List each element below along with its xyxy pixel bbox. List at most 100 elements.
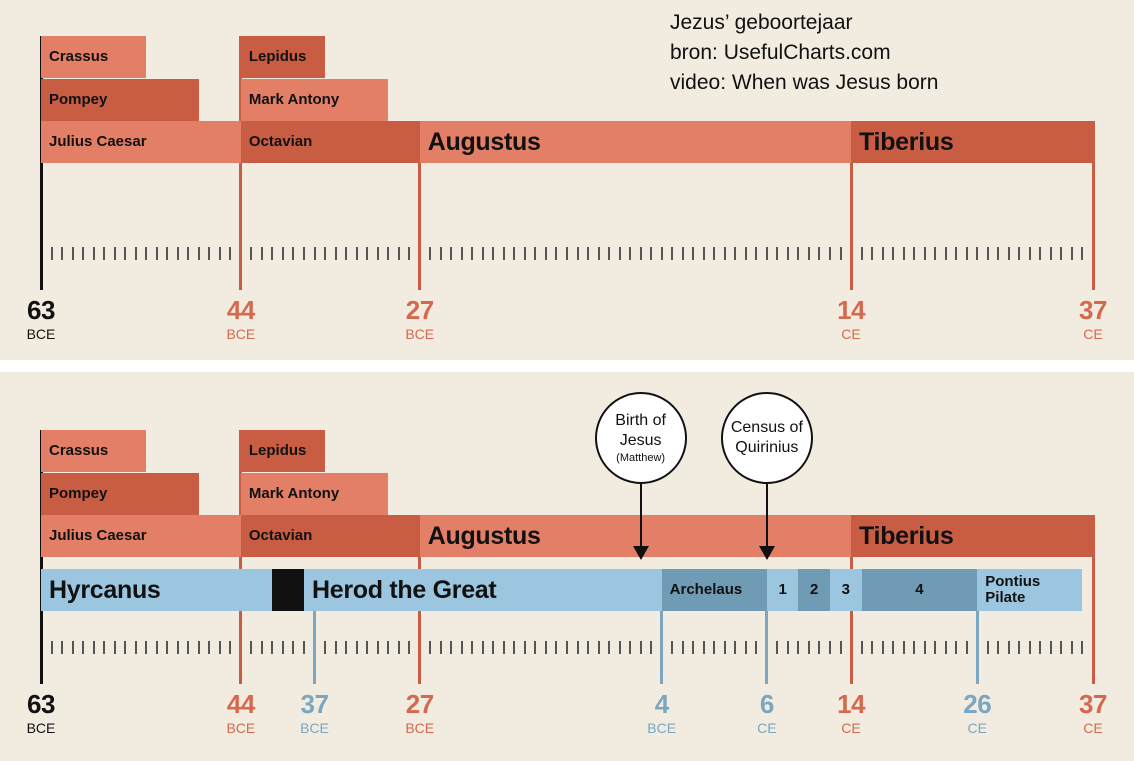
year-tick xyxy=(155,641,158,654)
year-number: 14 xyxy=(837,689,865,719)
year-tick xyxy=(923,247,926,260)
year-tick xyxy=(82,247,85,260)
year-line-63-bce xyxy=(39,430,43,684)
year-tick xyxy=(629,641,632,654)
year-tick xyxy=(271,641,274,654)
year-era: BCE xyxy=(26,326,56,342)
year-tick xyxy=(387,641,390,654)
year-tick xyxy=(292,641,295,654)
year-tick xyxy=(934,247,937,260)
year-tick xyxy=(303,247,305,260)
year-tick xyxy=(481,247,484,260)
year-tick xyxy=(881,247,884,260)
year-tick xyxy=(986,641,989,654)
year-tick xyxy=(776,641,779,654)
year-tick xyxy=(387,247,390,260)
year-tick xyxy=(871,247,874,260)
year-tick xyxy=(713,247,716,260)
year-tick xyxy=(744,247,747,260)
year-era: CE xyxy=(841,326,861,342)
year-tick xyxy=(534,641,537,654)
year-line-63-bce xyxy=(39,36,43,290)
judea-ruler-bar: Hyrcanus xyxy=(41,569,273,611)
year-tick xyxy=(702,641,705,654)
year-tick xyxy=(723,247,726,260)
year-tick xyxy=(1018,641,1021,654)
year-tick xyxy=(692,641,695,654)
year-tick xyxy=(902,247,905,260)
year-tick xyxy=(566,641,568,654)
year-tick xyxy=(429,641,432,654)
year-tick xyxy=(439,247,442,260)
year-tick xyxy=(502,641,505,654)
roman-ruler-bar: Tiberius xyxy=(851,515,1093,557)
year-tick xyxy=(744,641,747,654)
year-tick xyxy=(492,247,495,260)
annotation-video: video: When was Jesus born xyxy=(670,71,939,94)
year-line-44-bce xyxy=(239,430,243,684)
year-tick xyxy=(460,641,463,654)
year-tick xyxy=(650,247,653,260)
year-number: 14 xyxy=(837,295,865,325)
year-tick xyxy=(544,641,547,654)
event-line2: Jesus xyxy=(619,432,662,449)
year-tick xyxy=(481,641,484,654)
judea-ruler-bar: Pontius Pilate xyxy=(977,569,1083,611)
year-tick xyxy=(1060,247,1063,260)
year-tick xyxy=(986,247,989,260)
year-tick xyxy=(566,247,568,260)
year-era: CE xyxy=(1083,720,1103,736)
year-tick xyxy=(734,247,737,260)
judea-ruler-bar: Herod the Great xyxy=(304,569,662,611)
year-tick xyxy=(208,247,211,260)
year-tick xyxy=(1028,247,1031,260)
year-tick xyxy=(955,641,958,654)
year-tick xyxy=(618,247,621,260)
year-tick xyxy=(82,641,85,654)
year-tick xyxy=(281,247,284,260)
year-tick xyxy=(366,641,369,654)
year-tick xyxy=(334,641,337,654)
year-tick xyxy=(860,247,863,260)
year-number: 26 xyxy=(963,689,992,719)
year-tick xyxy=(681,247,684,260)
year-tick xyxy=(408,641,411,654)
year-tick xyxy=(913,641,916,654)
year-tick xyxy=(1007,641,1010,654)
year-tick xyxy=(250,641,253,654)
year-tick xyxy=(786,641,789,654)
year-tick xyxy=(587,247,590,260)
year-tick xyxy=(229,641,232,654)
year-tick xyxy=(881,641,884,654)
year-era: BCE xyxy=(226,326,256,342)
year-tick xyxy=(1007,247,1010,260)
year-tick xyxy=(103,641,106,654)
year-tick xyxy=(965,641,968,654)
year-line-6-ce xyxy=(765,604,769,684)
year-tick xyxy=(776,247,779,260)
year-tick xyxy=(839,247,842,260)
year-tick xyxy=(1039,641,1042,654)
year-tick xyxy=(145,641,148,654)
year-tick xyxy=(61,641,64,654)
roman-ruler-bar: Pompey xyxy=(41,473,199,515)
year-number: 27 xyxy=(405,295,434,325)
year-tick xyxy=(860,641,863,654)
annotation-title: Jezus’ geboortejaar xyxy=(670,11,853,34)
year-number: 37 xyxy=(300,689,329,719)
year-number: 27 xyxy=(405,689,434,719)
event-line2: Quirinius xyxy=(735,439,799,456)
year-tick xyxy=(218,641,221,654)
year-tick xyxy=(250,247,253,260)
year-era: CE xyxy=(841,720,861,736)
year-line-4-bce xyxy=(660,604,664,684)
year-number: 44 xyxy=(226,689,255,719)
year-line-14-ce xyxy=(849,121,853,290)
year-line-37-bce xyxy=(313,604,317,684)
year-number: 37 xyxy=(1079,295,1107,325)
roman-ruler-bar: Octavian xyxy=(240,121,420,163)
year-tick xyxy=(1081,641,1084,654)
year-tick xyxy=(176,247,179,260)
roman-ruler-bar: Octavian xyxy=(240,515,420,557)
